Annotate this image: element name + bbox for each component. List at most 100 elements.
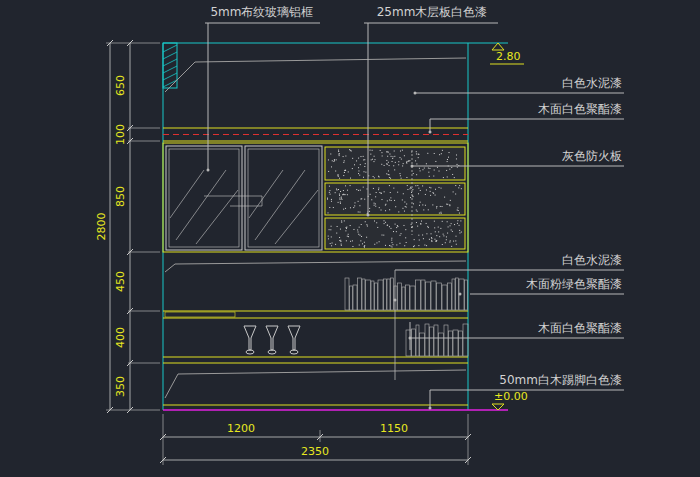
speckle	[426, 233, 427, 234]
speckle	[367, 188, 368, 189]
hatch-line	[163, 59, 177, 66]
speckle	[415, 185, 416, 186]
speckle	[389, 154, 390, 155]
vase	[266, 326, 278, 350]
speckle	[397, 192, 398, 193]
speckle	[359, 205, 360, 206]
speckle	[461, 232, 462, 233]
speckle	[427, 226, 428, 227]
extension-line	[106, 410, 128, 411]
dimension-text: 100	[115, 124, 126, 145]
extension-line	[128, 410, 160, 411]
speckle	[448, 157, 449, 158]
speckle	[358, 190, 359, 191]
speckle	[429, 187, 430, 188]
speckle	[418, 157, 419, 158]
speckle	[389, 226, 390, 227]
speckle	[358, 234, 359, 235]
speckle	[384, 223, 385, 224]
speckle	[459, 185, 460, 186]
glass-hatch	[170, 170, 204, 218]
speckle	[451, 229, 452, 230]
speckle	[393, 165, 394, 166]
speckle	[411, 188, 412, 189]
speckle	[406, 204, 407, 205]
speckle	[354, 164, 355, 165]
speckle	[426, 245, 427, 246]
speckle	[380, 150, 381, 151]
speckle	[444, 197, 445, 198]
speckle	[341, 244, 342, 245]
speckle	[329, 186, 330, 187]
speckle	[336, 233, 337, 234]
speckle	[329, 229, 330, 230]
speckle	[414, 245, 415, 246]
material-label: 5mm布纹玻璃铝框	[210, 6, 313, 18]
glass-door	[245, 146, 322, 250]
speckle	[394, 200, 395, 201]
beam-line	[163, 128, 468, 129]
speckle	[402, 208, 403, 209]
beam-line	[163, 141, 468, 142]
glass-hatch	[275, 190, 318, 244]
speckle	[402, 150, 403, 151]
speckle	[374, 205, 375, 206]
speckle	[377, 227, 378, 228]
speckle	[339, 240, 340, 241]
vase-base	[290, 350, 298, 354]
speckle	[418, 245, 419, 246]
speckle	[391, 238, 392, 239]
speckle	[420, 223, 421, 224]
speckle	[341, 220, 342, 221]
speckle	[396, 244, 397, 245]
glass-hatch	[196, 190, 238, 244]
book	[421, 280, 425, 310]
speckle	[426, 223, 427, 224]
speckle	[353, 207, 354, 208]
shelf-line	[163, 318, 468, 319]
speckle	[440, 228, 441, 229]
speckle	[346, 227, 347, 228]
speckle	[425, 205, 426, 206]
speckle	[352, 158, 353, 159]
speckle	[450, 200, 451, 201]
speckle	[402, 199, 403, 200]
speckle	[434, 227, 435, 228]
leader-dot	[409, 337, 412, 340]
speckle	[420, 190, 421, 191]
speckle	[374, 203, 375, 204]
book	[398, 283, 402, 310]
speckle	[394, 169, 395, 170]
speckle	[343, 175, 344, 176]
speckle	[428, 172, 429, 173]
vase-base	[268, 350, 276, 354]
speckle	[443, 235, 444, 236]
speckle	[338, 154, 339, 155]
speckle	[457, 209, 458, 210]
extension-line	[128, 128, 160, 129]
speckle	[400, 235, 401, 236]
speckle	[334, 159, 335, 160]
speckle	[425, 194, 426, 195]
speckle	[391, 200, 392, 201]
speckle	[423, 209, 424, 210]
speckle	[335, 192, 336, 193]
speckle	[404, 245, 405, 246]
speckle	[341, 198, 342, 199]
speckle	[436, 207, 437, 208]
speckle	[392, 158, 393, 159]
speckle	[337, 190, 338, 191]
speckle	[424, 168, 425, 169]
speckle	[340, 202, 341, 203]
book	[452, 279, 455, 310]
speckle	[436, 241, 437, 242]
speckle	[418, 154, 419, 155]
speckle	[446, 170, 447, 171]
hatch-line	[163, 80, 177, 87]
speckle	[358, 170, 359, 171]
speckle	[390, 192, 391, 193]
speckle	[341, 222, 342, 223]
speckle	[381, 193, 382, 194]
speckle	[438, 231, 439, 232]
speckle	[350, 185, 351, 186]
